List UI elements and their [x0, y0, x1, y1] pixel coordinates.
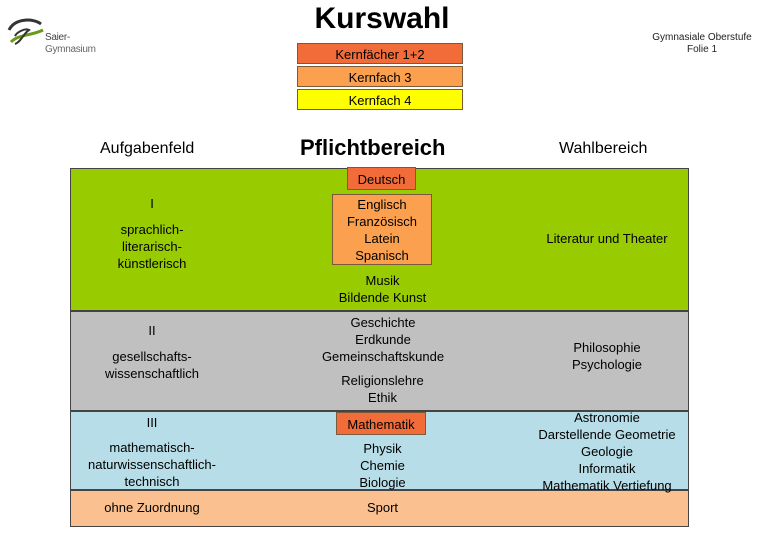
feld3-name-line: naturwissenschaftlich- — [88, 457, 216, 472]
wahl-informatik: Informatik — [578, 461, 636, 476]
subject-ethik: Ethik — [368, 390, 397, 405]
header-pflichtbereich: Pflichtbereich — [300, 135, 446, 160]
feld3-name: mathematisch- naturwissenschaftlich- tec… — [72, 439, 232, 490]
wahl-darstellende-geometrie: Darstellende Geometrie — [538, 427, 676, 442]
feld1-numeral: I — [150, 196, 154, 211]
subject-geschichte: Geschichte — [350, 315, 416, 330]
subject-musik: Musik — [365, 273, 400, 288]
wahl-literatur-theater: Literatur und Theater — [546, 231, 668, 246]
subject-physik: Physik — [363, 441, 402, 456]
subject-sport: Sport — [366, 500, 399, 515]
legend-kernfach-3: Kernfach 3 — [297, 66, 463, 87]
feld3-numeral: III — [146, 415, 158, 430]
subject-sprachen-box: Englisch Französisch Latein Spanisch — [332, 194, 432, 265]
feld2-religion: Religionslehre Ethik — [320, 372, 445, 406]
feld2-wahl: Philosophie Psychologie — [527, 339, 687, 373]
feld2-pflicht: Geschichte Erdkunde Gemeinschaftskunde — [308, 314, 458, 365]
subject-bildende-kunst: Bildende Kunst — [338, 290, 427, 305]
band-aufgabenfeld-2 — [70, 311, 689, 411]
wahl-geologie: Geologie — [580, 444, 634, 459]
header-info: Gymnasiale Oberstufe Folie 1 — [640, 32, 764, 56]
feld3-natur: Physik Chemie Biologie — [320, 440, 445, 491]
wahl-philosophie: Philosophie — [573, 340, 641, 355]
page-title: Kurswahl — [314, 2, 450, 35]
header-aufgabenfeld: Aufgabenfeld — [100, 140, 195, 157]
subject-religionslehre: Religionslehre — [341, 373, 424, 388]
legend-kernfach-4: Kernfach 4 — [297, 89, 463, 110]
subject-biologie: Biologie — [359, 475, 406, 490]
band-ohne-zuordnung — [70, 490, 689, 527]
feld1-name-line: literarisch- — [122, 239, 182, 254]
logo-text-line2: Gymnasium — [45, 44, 96, 55]
feld2-name: gesellschafts- wissenschaftlich — [82, 348, 222, 382]
subject-deutsch: Deutsch — [347, 167, 416, 190]
header-info-line1: Gymnasiale Oberstufe — [652, 32, 752, 43]
feld3-name-line: technisch — [124, 474, 180, 489]
feld3-wahl: Astronomie Darstellende Geometrie Geolog… — [520, 409, 694, 494]
feld2-name-line: gesellschafts- — [112, 349, 192, 364]
feld2-name-line: wissenschaftlich — [105, 366, 199, 381]
subject-sprache: Latein — [364, 231, 400, 246]
subject-sprache: Englisch — [357, 197, 407, 212]
logo-text-line1: Saier- — [45, 32, 70, 43]
ohne-zuordnung-label: ohne Zuordnung — [104, 500, 200, 515]
header-wahlbereich: Wahlbereich — [559, 140, 648, 157]
school-logo: Saier- Gymnasium — [5, 12, 105, 62]
subject-kunst-group: Musik Bildende Kunst — [320, 272, 445, 306]
wahl-psychologie: Psychologie — [571, 357, 643, 372]
feld1-name: sprachlich- literarisch- künstlerisch — [82, 221, 222, 272]
subject-sprache: Französisch — [346, 214, 418, 229]
legend-kernfaecher-12: Kernfächer 1+2 — [297, 43, 463, 64]
feld1-name-line: künstlerisch — [117, 256, 187, 271]
feld2-numeral: II — [148, 323, 156, 338]
feld3-name-line: mathematisch- — [109, 440, 195, 455]
wahl-astronomie: Astronomie — [574, 410, 640, 425]
subject-sprache: Spanisch — [355, 248, 409, 263]
header-info-line2: Folie 1 — [686, 44, 717, 55]
wahl-mathematik-vertiefung: Mathematik Vertiefung — [542, 478, 672, 493]
subject-gemeinschaftskunde: Gemeinschaftskunde — [321, 349, 445, 364]
feld1-name-line: sprachlich- — [120, 222, 184, 237]
subject-mathematik: Mathematik — [336, 412, 426, 435]
logo-swoosh-icon — [7, 18, 44, 45]
subject-erdkunde: Erdkunde — [355, 332, 411, 347]
subject-chemie: Chemie — [360, 458, 405, 473]
